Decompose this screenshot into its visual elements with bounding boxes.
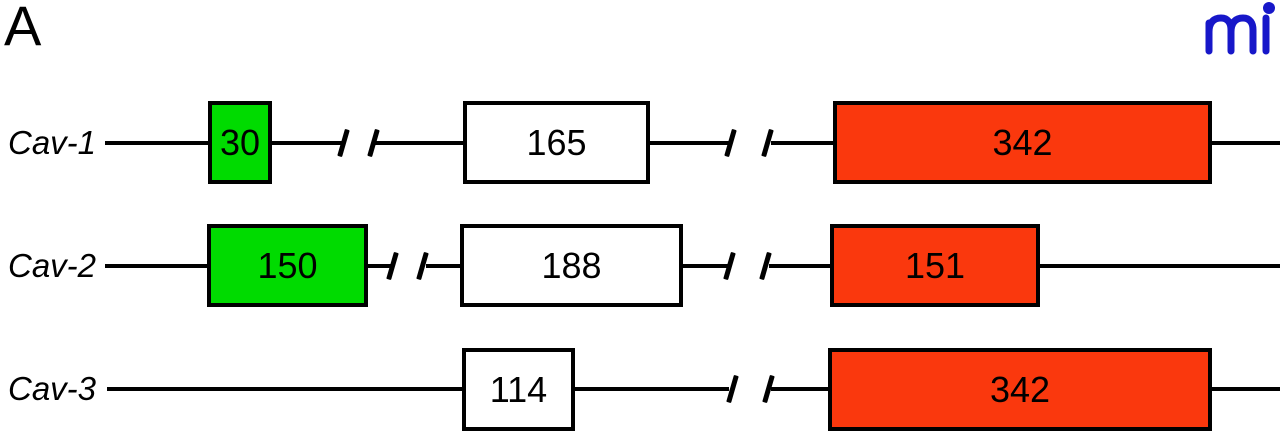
- journal-logo-icon: [1202, 1, 1280, 57]
- intron-line: [367, 264, 391, 268]
- intron-line: [105, 141, 208, 145]
- intron-line: [771, 387, 828, 391]
- exon-size-label: 30: [219, 121, 261, 163]
- intron-line: [426, 264, 460, 268]
- intron-line: [771, 141, 833, 145]
- intron-line: [105, 264, 207, 268]
- exon-size-label: 342: [992, 121, 1053, 163]
- exon-size-label: 165: [526, 121, 587, 163]
- intron-line: [683, 264, 728, 268]
- exon-box: 151: [830, 224, 1040, 307]
- intron-line: [1212, 387, 1280, 391]
- exon-box: 114: [462, 348, 575, 431]
- exon-box: 30: [208, 101, 272, 184]
- intron-line: [1212, 141, 1280, 145]
- exon-box: 165: [463, 101, 650, 184]
- exon-box: 188: [460, 224, 683, 307]
- exon-box: 342: [833, 101, 1212, 184]
- exon-box: 342: [828, 348, 1212, 431]
- intron-line: [575, 387, 729, 391]
- gene-label-cav3: Cav-3: [8, 370, 97, 407]
- intron-line: [1040, 264, 1280, 268]
- intron-line: [769, 264, 830, 268]
- exon-size-label: 150: [257, 244, 318, 286]
- intron-line: [650, 141, 729, 145]
- exon-size-label: 188: [541, 244, 602, 286]
- gene-label-cav2: Cav-2: [8, 247, 97, 284]
- exon-size-label: 342: [989, 368, 1051, 410]
- exon-size-label: 151: [904, 244, 966, 286]
- gene-label-cav1: Cav-1: [8, 124, 97, 161]
- exon-box: 150: [207, 224, 368, 307]
- panel-label: A: [4, 0, 42, 57]
- intron-line: [375, 141, 463, 145]
- intron-line: [107, 387, 462, 391]
- exon-size-label: 114: [489, 368, 548, 410]
- intron-line: [272, 141, 342, 145]
